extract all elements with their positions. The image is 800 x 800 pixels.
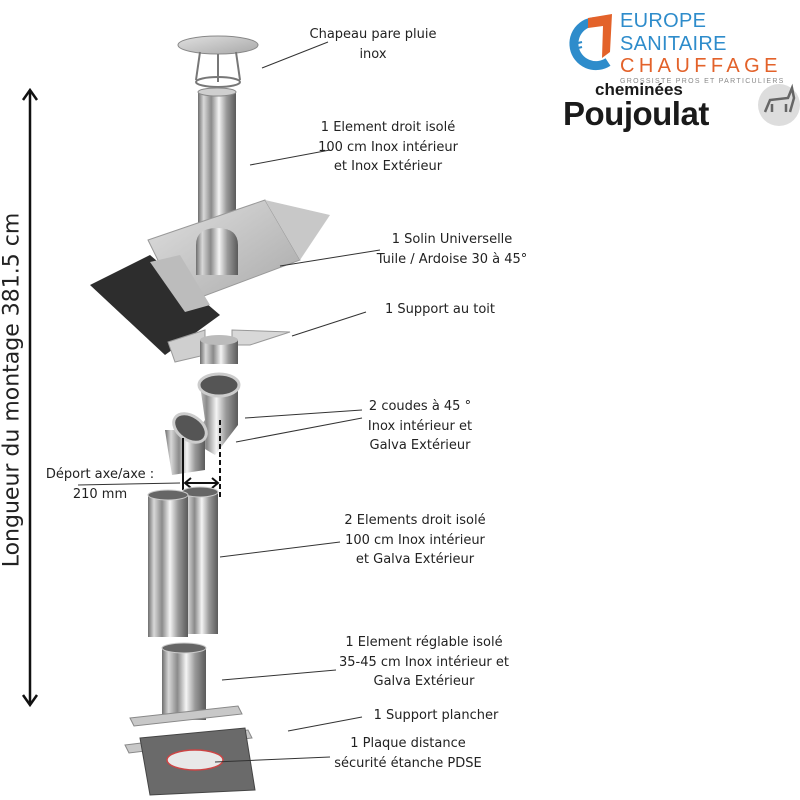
poujoulat-cat-logo (758, 83, 800, 126)
roof-flashing (90, 199, 330, 355)
label-roof-support: 1 Support au toit (384, 302, 496, 317)
offset-label: Déport axe/axe : 210 mm (45, 467, 155, 502)
europe-sanitaire-logo-mark (569, 14, 612, 71)
pdse-plate (139, 727, 256, 796)
leader-lines (77, 41, 381, 763)
two-straight-elements (147, 486, 219, 637)
roof-support (167, 329, 291, 364)
rain-cap (177, 35, 259, 88)
europe-sanitaire-logo: EUROPE SANITAIRE CHAUFFAGE GROSSISTE PRO… (620, 10, 785, 85)
elbows-45 (165, 372, 241, 500)
label-floor-support: 1 Support plancher (373, 708, 499, 723)
total-length-label: Longueur du montage 381.5 cm (0, 212, 25, 568)
adjustable-element (161, 642, 207, 720)
poujoulat-logo: cheminées Poujoulat (563, 80, 709, 132)
dimension-arrow (21, 87, 39, 708)
